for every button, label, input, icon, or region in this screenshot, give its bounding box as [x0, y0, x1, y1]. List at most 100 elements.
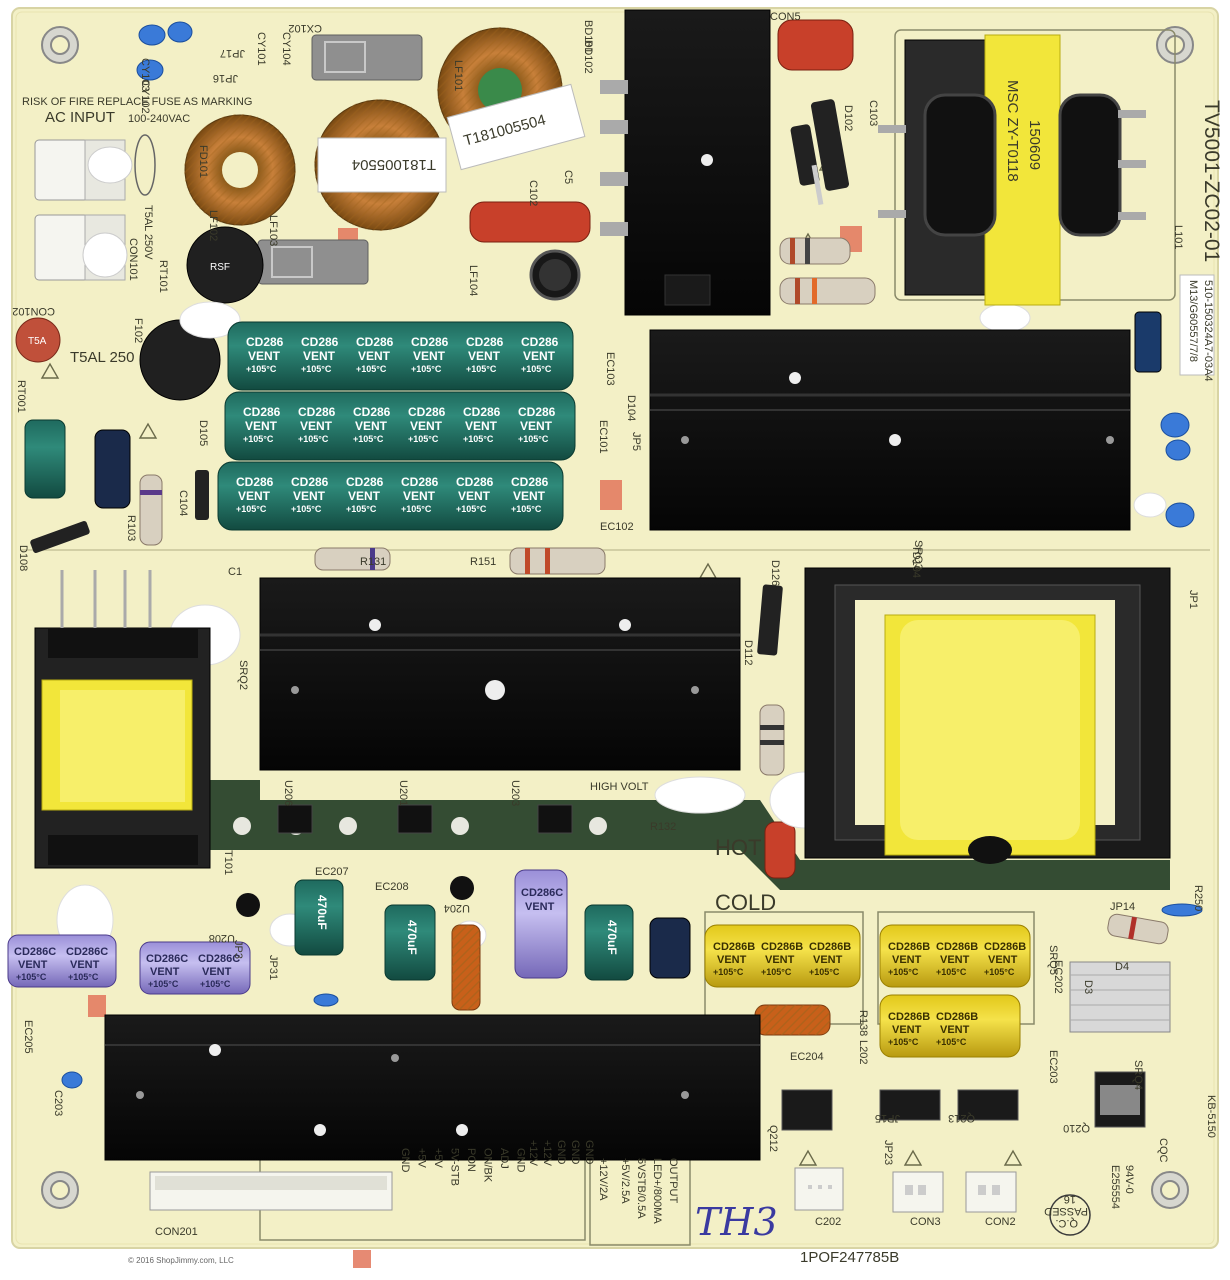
purple-cap-temp: +105°C	[148, 979, 179, 989]
yellow-cap-label: CD286B	[984, 941, 1026, 953]
x-capacitors	[257, 34, 423, 285]
yellow-cap-vent: VENT	[940, 954, 970, 966]
diodes	[30, 99, 849, 656]
bulk-cap-vent: VENT	[348, 489, 381, 503]
pin-label: GND	[515, 1148, 527, 1173]
refdes-label: CON2	[985, 1216, 1016, 1228]
bulk-cap-vent: VENT	[468, 349, 501, 363]
refdes-label: R103	[125, 515, 137, 541]
refdes-label: C104	[177, 490, 189, 516]
yellow-cap-vent: VENT	[892, 954, 922, 966]
refdes-label: CON5	[770, 11, 801, 23]
refdes-label: JP3	[232, 940, 244, 959]
rail-label: LED+/800MA	[651, 1158, 663, 1224]
refdes-label: SRQ5	[1047, 945, 1059, 975]
refdes-label: C202	[815, 1216, 841, 1228]
yellow-cap-label: CD286B	[936, 1011, 978, 1023]
bulk-cap-label: CD286	[466, 335, 504, 349]
refdes-label: EC203	[1047, 1050, 1059, 1084]
main-transformer	[878, 34, 1146, 306]
refdes-label: RT101	[157, 260, 169, 293]
handwritten-mark: TH3	[695, 1200, 778, 1244]
purple-cap-vent: VENT	[18, 959, 48, 971]
bulk-cap-temp: +105°C	[353, 434, 384, 444]
rail-label: 5VSTB/0.5A	[635, 1158, 647, 1219]
bulk-cap-label: CD286	[298, 405, 336, 419]
bulk-cap-label: CD286	[518, 405, 556, 419]
bulk-cap	[217, 461, 564, 531]
refdes-label: R151	[470, 556, 496, 568]
model-sticker-1: M13/G60557/7/8	[1187, 280, 1199, 362]
pin-label: +12V	[541, 1140, 553, 1167]
bulk-cap-vent: VENT	[465, 419, 498, 433]
bulk-cap-vent: VENT	[245, 419, 278, 433]
refdes-label: CON102	[12, 305, 55, 317]
yellow-cap-vent: VENT	[892, 1024, 922, 1036]
bulk-cap-label: CD286	[401, 475, 439, 489]
refdes-label: JP23	[882, 1140, 894, 1165]
refdes-label: D126	[769, 560, 781, 586]
ul-number: E255554	[1109, 1165, 1121, 1209]
bulk-cap	[227, 321, 574, 391]
bulk-cap-temp: +105°C	[408, 434, 439, 444]
output-transistors	[781, 1071, 1146, 1131]
pin-label: ADJ	[498, 1148, 510, 1169]
refdes-label: EC204	[790, 1051, 824, 1063]
transformer-label-2: 150609	[1026, 120, 1043, 170]
refdes-label: LF104	[467, 265, 479, 296]
refdes-label: CY103	[139, 58, 151, 92]
bulk-cap-label: CD286	[463, 405, 501, 419]
refdes-label: CY102	[139, 80, 151, 114]
yellow-cap-label: CD286B	[936, 941, 978, 953]
refdes-label: Q210	[1063, 1122, 1090, 1134]
bridge-heatsink	[624, 9, 771, 316]
refdes-label: CON101	[127, 238, 139, 281]
yellow-cap-label: CD286B	[713, 941, 755, 953]
refdes-label: FD101	[197, 145, 209, 178]
bulk-cap-vent: VENT	[355, 419, 388, 433]
refdes-label: EC208	[375, 881, 409, 893]
output-connector	[149, 1171, 393, 1211]
refdes-label: D102	[842, 105, 854, 131]
bulk-cap-temp: +105°C	[301, 364, 332, 374]
refdes-label: L202	[857, 1040, 869, 1064]
purple-cap-label: CD286C	[198, 953, 240, 965]
purple-capacitors: CD286CVENT+105°CCD286CVENT+105°CCD286CVE…	[7, 869, 568, 995]
yellow-cap-temp: +105°C	[809, 967, 840, 977]
bulk-cap-vent: VENT	[293, 489, 326, 503]
refdes-label: C1	[228, 566, 242, 578]
bulk-cap-label: CD286	[408, 405, 446, 419]
rail-label: +5V/2.5A	[619, 1158, 631, 1204]
pin-label: +5V	[432, 1148, 444, 1169]
hot-label: HOT	[715, 835, 761, 860]
high-volt-label: HIGH VOLT	[590, 781, 649, 793]
pin-label: GND	[555, 1140, 567, 1165]
transformer-label-1: MSC ZY-T0118	[1004, 80, 1021, 182]
bulk-cap-label: CD286	[243, 405, 281, 419]
yellow-cap-vent: VENT	[765, 954, 795, 966]
pin-label: ON/BK	[482, 1148, 494, 1183]
yellow-cap-temp: +105°C	[761, 967, 792, 977]
refdes-label: JP17	[220, 47, 245, 59]
photo-credit: © 2016 ShopJimmy.com, LLC	[128, 1256, 234, 1265]
bulk-cap-vent: VENT	[458, 489, 491, 503]
yellow-cap-vent: VENT	[988, 954, 1018, 966]
bulk-cap-label: CD286	[456, 475, 494, 489]
purple-cap-vent: VENT	[70, 959, 100, 971]
pin-label: GND	[569, 1140, 581, 1165]
refdes-label: CY101	[255, 32, 267, 66]
refdes-label: U204	[444, 902, 470, 914]
pin-label: PON	[465, 1148, 477, 1172]
purple-cap-vent: VENT	[150, 966, 180, 978]
refdes-label: CX102	[288, 22, 322, 34]
kb-code: KB-5150	[1205, 1095, 1217, 1138]
purple-cap-temp: +105°C	[68, 972, 99, 982]
refdes-label: SRQ2	[237, 660, 249, 690]
standby-transformer	[34, 570, 211, 869]
refdes-label: CY104	[280, 32, 292, 66]
choke-label-1: T181005504	[352, 156, 436, 173]
yellow-cap-label: CD286B	[888, 1011, 930, 1023]
bulk-cap-label: CD286	[246, 335, 284, 349]
yellow-cap-vent: VENT	[813, 954, 843, 966]
